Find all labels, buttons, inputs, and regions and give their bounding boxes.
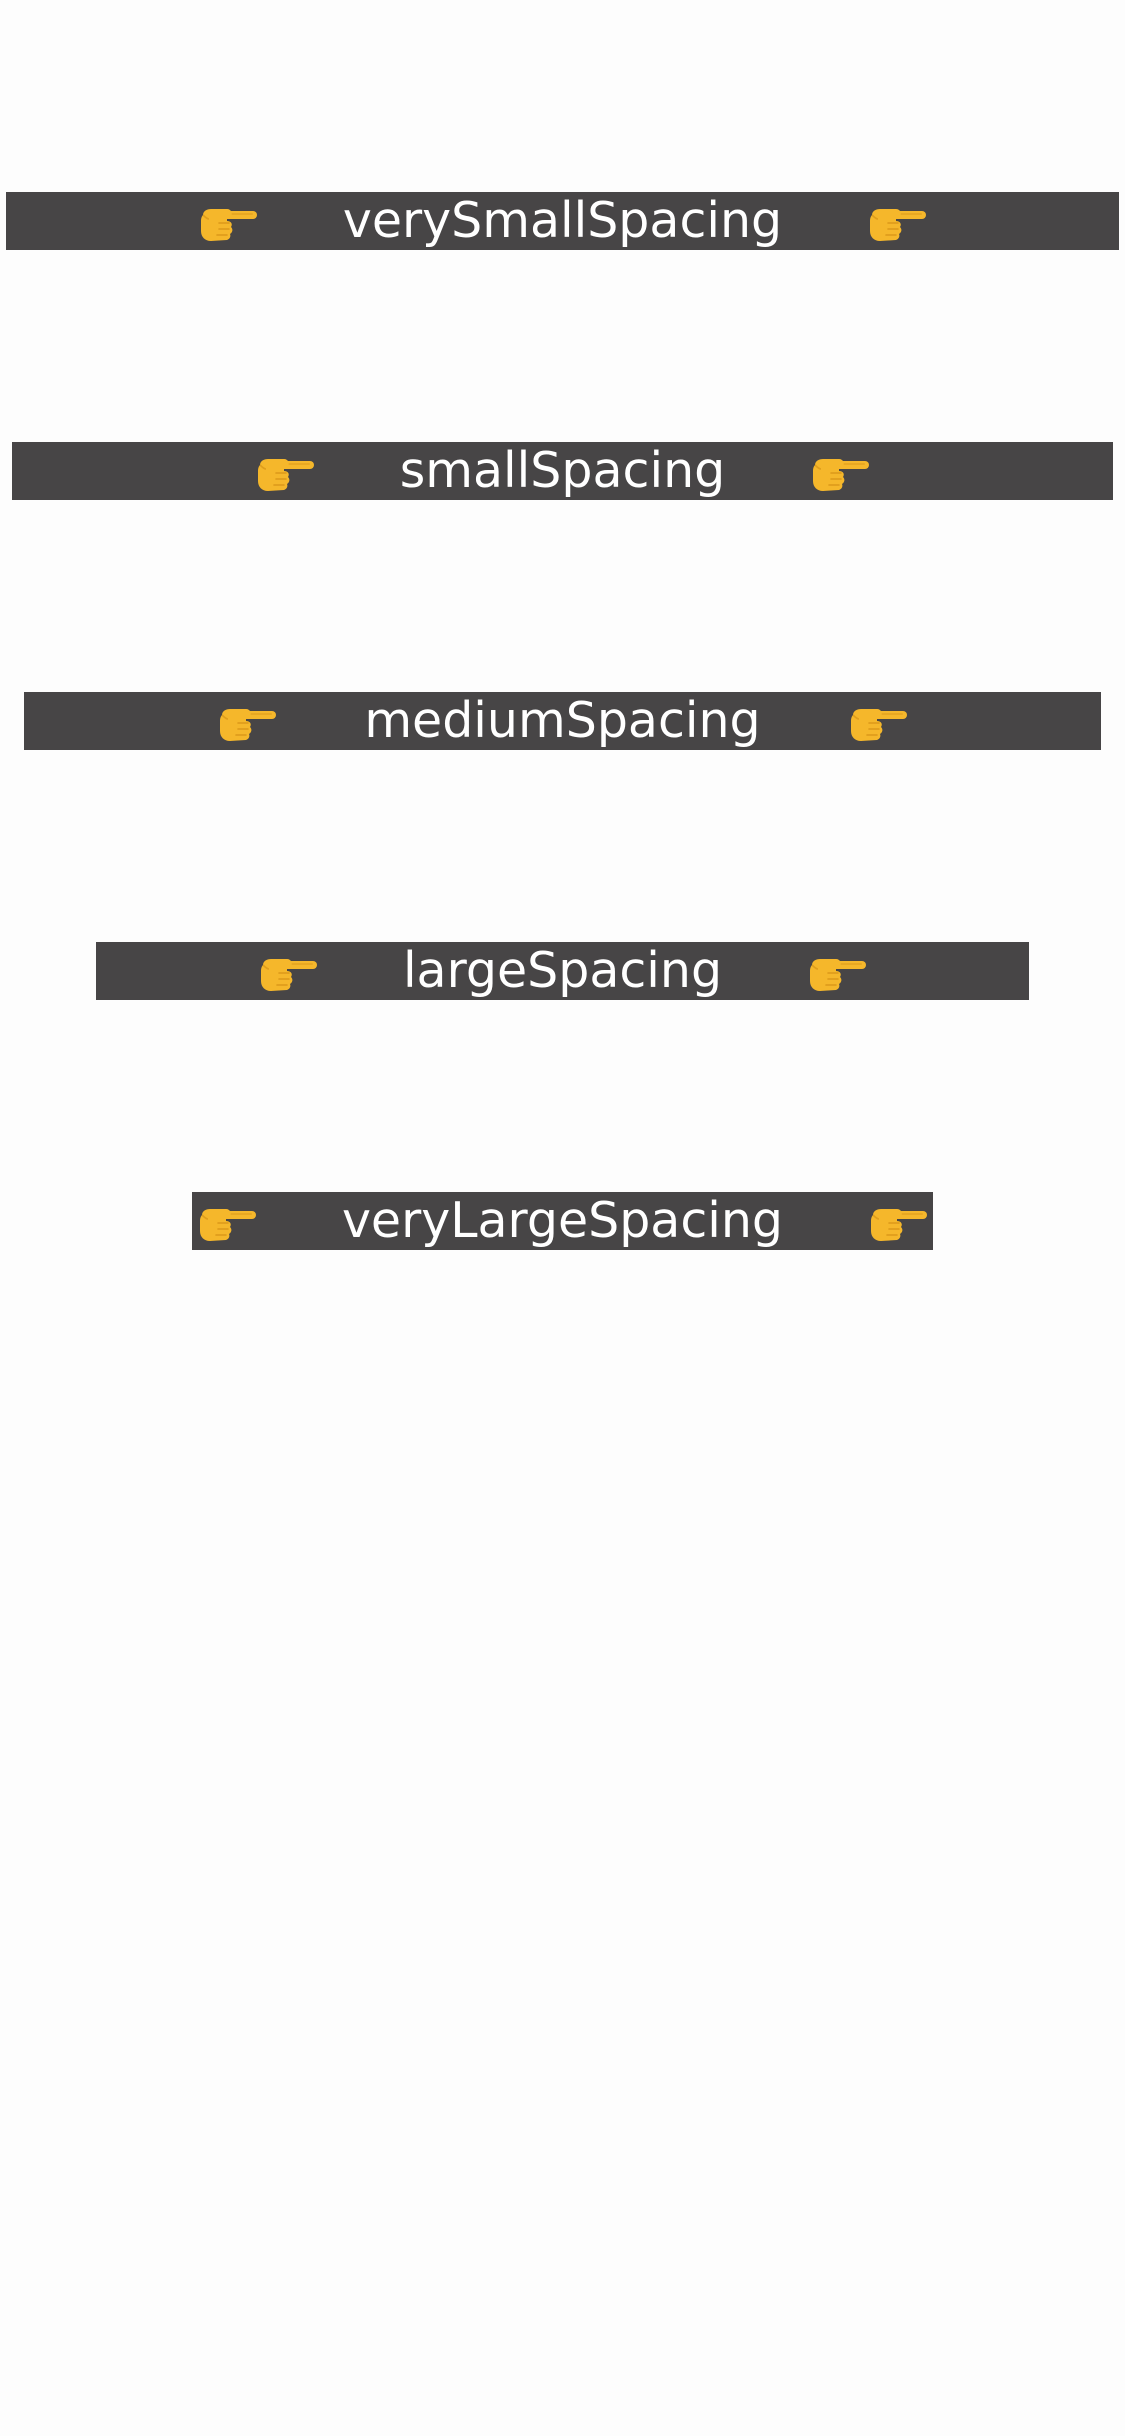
spacing-row-medium: mediumSpacing	[24, 692, 1101, 750]
pointing-right-hand-icon	[196, 1199, 258, 1243]
spacing-row-very-large: veryLargeSpacing	[192, 1192, 933, 1250]
pointing-right-hand-icon	[197, 199, 259, 243]
pointing-right-hand-icon	[867, 1199, 929, 1243]
spacing-row-small: smallSpacing	[12, 442, 1113, 500]
spacing-row-large: largeSpacing	[96, 942, 1029, 1000]
pointing-right-hand-icon	[866, 199, 928, 243]
spacing-label: veryLargeSpacing	[341, 1192, 784, 1249]
spacing-label: mediumSpacing	[364, 692, 761, 749]
pointing-right-hand-icon	[254, 449, 316, 493]
spacing-label: verySmallSpacing	[342, 192, 783, 249]
pointing-right-hand-icon	[216, 699, 278, 743]
pointing-right-hand-icon	[809, 449, 871, 493]
pointing-right-hand-icon	[806, 949, 868, 993]
spacing-label: largeSpacing	[402, 942, 723, 999]
pointing-right-hand-icon	[257, 949, 319, 993]
pointing-right-hand-icon	[847, 699, 909, 743]
spacing-row-very-small: verySmallSpacing	[6, 192, 1119, 250]
spacing-label: smallSpacing	[399, 442, 726, 499]
